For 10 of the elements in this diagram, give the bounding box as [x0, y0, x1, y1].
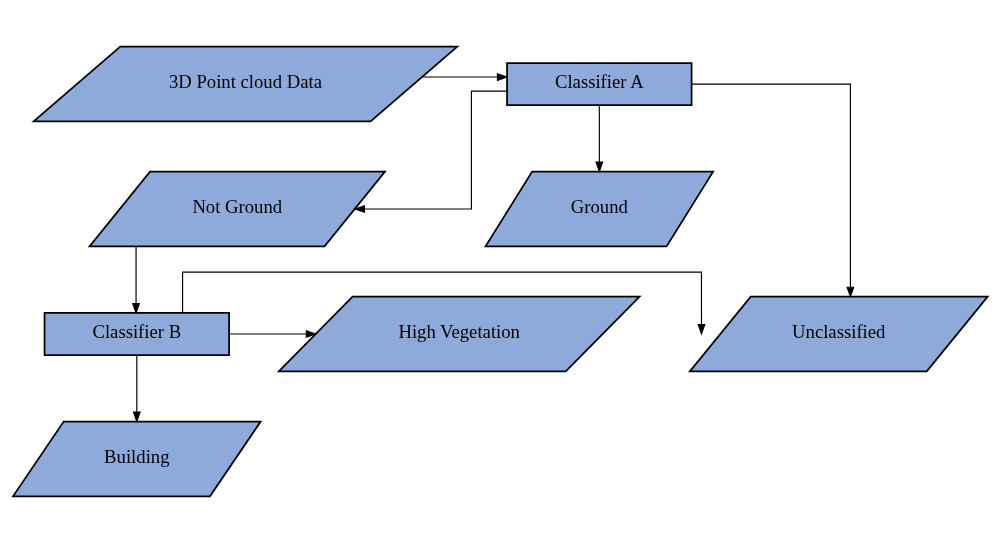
arrow	[132, 354, 141, 423]
arrow	[595, 104, 604, 173]
node-box: Classifier A	[506, 61, 693, 106]
arrow	[228, 329, 318, 338]
node-box: Classifier B	[43, 311, 230, 356]
arrow	[691, 82, 855, 298]
arrow	[421, 72, 509, 81]
arrow	[182, 271, 706, 336]
arrow	[353, 89, 508, 213]
arrow	[131, 245, 141, 315]
